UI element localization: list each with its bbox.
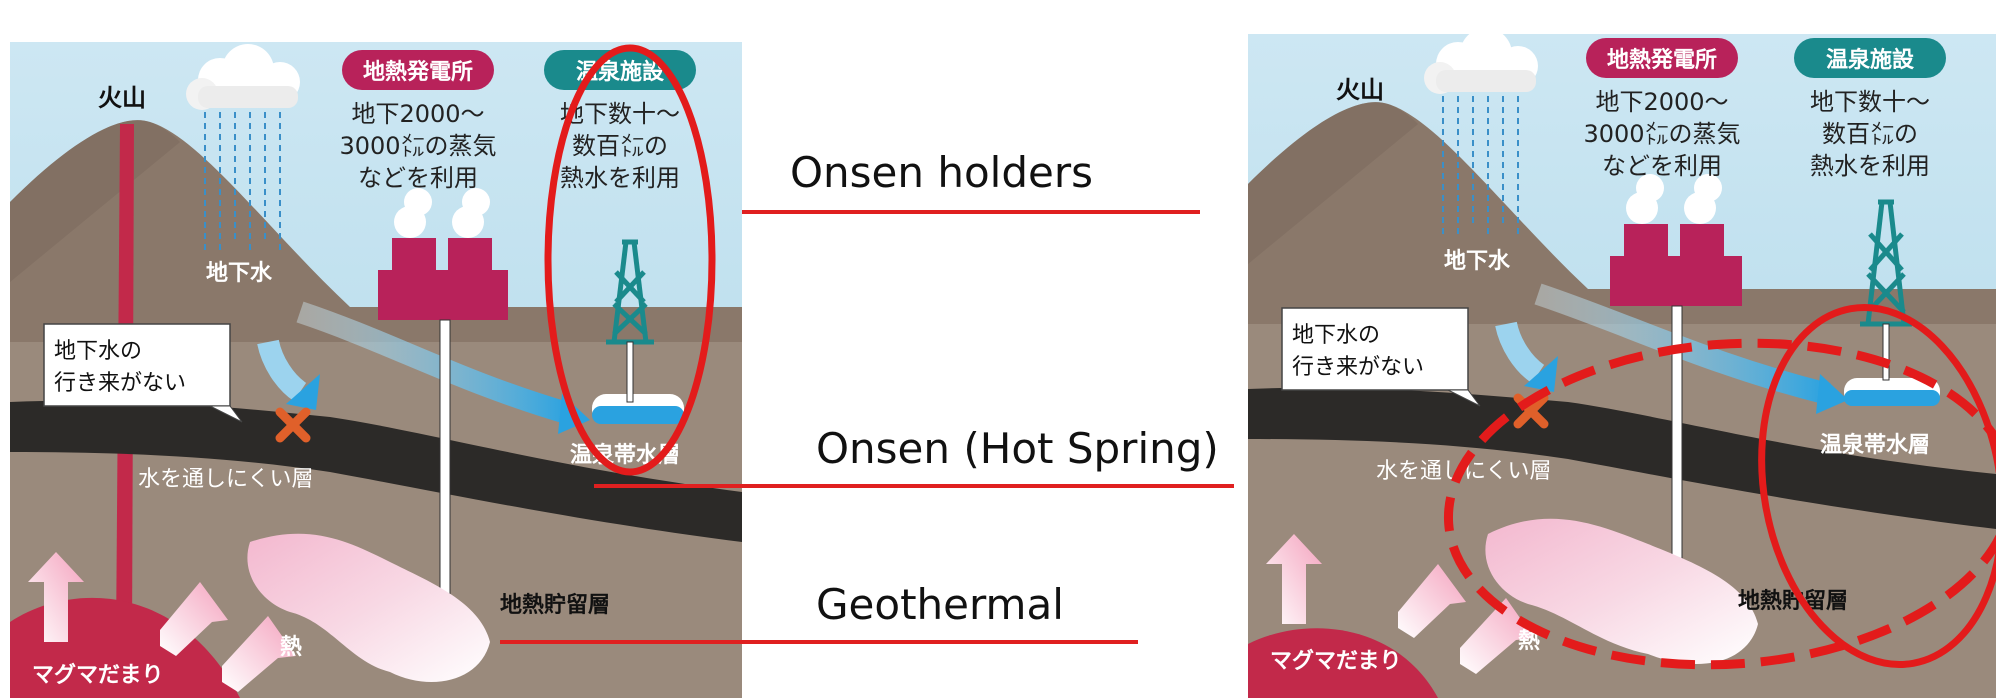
geothermal-diagram-annotated: 火山 地熱発電所 温泉施設 地下2000〜 3000㍍の蒸気 などを利用 地下数… xyxy=(1248,34,1996,698)
geothermal-label: Geothermal xyxy=(816,580,1064,629)
volcano-label: 火山 xyxy=(1336,76,1384,104)
power-plant-desc-2: 3000㍍の蒸気 xyxy=(339,132,496,160)
cloud-icon xyxy=(186,44,300,110)
onsen-facility-desc-1: 地下数十〜 xyxy=(560,100,680,128)
power-plant-desc-2: 3000㍍の蒸気 xyxy=(1583,120,1740,148)
geothermal-zone-dashed-ellipse xyxy=(1443,338,1996,670)
cloud-icon xyxy=(1424,34,1538,94)
power-plant-desc-1: 地下2000〜 xyxy=(1595,88,1728,116)
heat-arrow-icon xyxy=(28,552,296,692)
power-plant-desc-1: 地下2000〜 xyxy=(351,100,484,128)
heat-label: 熱 xyxy=(280,634,302,660)
power-plant-title: 地熱発電所 xyxy=(363,59,473,85)
onsen-hot-spring-line xyxy=(594,484,1234,488)
volcano-shape xyxy=(10,120,742,342)
geothermal-diagram: 火山 地熱発電所 温泉施設 地下2000〜 3000㍍の蒸気 などを利用 地下数… xyxy=(10,42,742,698)
diagram-right: 火山 地熱発電所 温泉施設 地下2000〜 3000㍍の蒸気 などを利用 地下数… xyxy=(1248,34,1996,698)
power-plant-icon xyxy=(378,188,508,611)
onsen-facility-title: 温泉施設 xyxy=(1826,47,1915,73)
magma-chamber xyxy=(1248,628,1438,698)
onsen-facility-desc-1: 地下数十〜 xyxy=(1810,88,1930,116)
onsen-facility-desc-2: 数百㍍の xyxy=(572,132,668,160)
volcano-shape xyxy=(1248,102,1996,324)
onsen-facility-desc-3: 熱水を利用 xyxy=(1810,152,1930,180)
groundwater-label: 地下水 xyxy=(206,261,273,286)
callout-line-1: 地下水の xyxy=(54,339,142,364)
heat-label: 熱 xyxy=(1518,628,1540,654)
power-plant-title: 地熱発電所 xyxy=(1607,47,1717,73)
rain-icon xyxy=(1442,96,1519,234)
magma-chamber-label: マグマだまり xyxy=(32,662,164,688)
callout-line-1: 地下水の xyxy=(1292,323,1380,348)
geothermal-reservoir xyxy=(247,533,490,682)
impermeable-layer-label: 水を通しにくい層 xyxy=(138,467,314,492)
onsen-holders-label: Onsen holders xyxy=(790,148,1094,197)
power-plant-badge xyxy=(342,50,494,90)
onsen-holders-line xyxy=(742,210,1200,214)
geothermal-reservoir xyxy=(1485,518,1758,664)
callout-line-2: 行き来がない xyxy=(1292,355,1424,380)
groundwater-down-arrow xyxy=(1524,356,1558,392)
onsen-facility-badge xyxy=(1794,38,1946,78)
blocked-x-icon xyxy=(275,407,311,443)
groundwater-down-arrow xyxy=(286,374,320,410)
callout-box xyxy=(1281,307,1469,391)
callout-box xyxy=(43,323,231,407)
onsen-facility-desc-2: 数百㍍の xyxy=(1822,120,1918,148)
power-plant-desc-3: などを利用 xyxy=(1602,152,1722,180)
onsen-well-tower-icon xyxy=(1860,199,1912,327)
onsen-facility-desc-3: 熱水を利用 xyxy=(560,164,680,192)
hot-spring-aquifer-label: 温泉帯水層 xyxy=(1820,432,1930,458)
rain-icon xyxy=(204,112,281,252)
groundwater-label: 地下水 xyxy=(1444,249,1511,274)
onsen-hot-spring-label: Onsen (Hot Spring) xyxy=(816,424,1219,473)
diagram-left: 火山 地熱発電所 温泉施設 地下2000〜 3000㍍の蒸気 などを利用 地下数… xyxy=(10,42,742,698)
onsen-holders-highlight-ellipse xyxy=(544,44,716,476)
impermeable-layer xyxy=(1248,387,1996,529)
power-plant-badge xyxy=(1586,38,1738,78)
groundwater-flow-arrow xyxy=(296,301,574,425)
magma-chamber-label: マグマだまり xyxy=(1270,648,1402,674)
onsen-zone-ellipse xyxy=(1758,304,1996,668)
geothermal-line xyxy=(500,640,1138,644)
heat-arrow-icon xyxy=(1266,534,1534,674)
volcano-label: 火山 xyxy=(98,84,146,112)
power-plant-desc-3: などを利用 xyxy=(358,164,478,192)
geothermal-reservoir-label: 地熱貯留層 xyxy=(500,592,610,618)
impermeable-layer xyxy=(10,400,742,542)
callout-line-2: 行き来がない xyxy=(54,371,186,396)
